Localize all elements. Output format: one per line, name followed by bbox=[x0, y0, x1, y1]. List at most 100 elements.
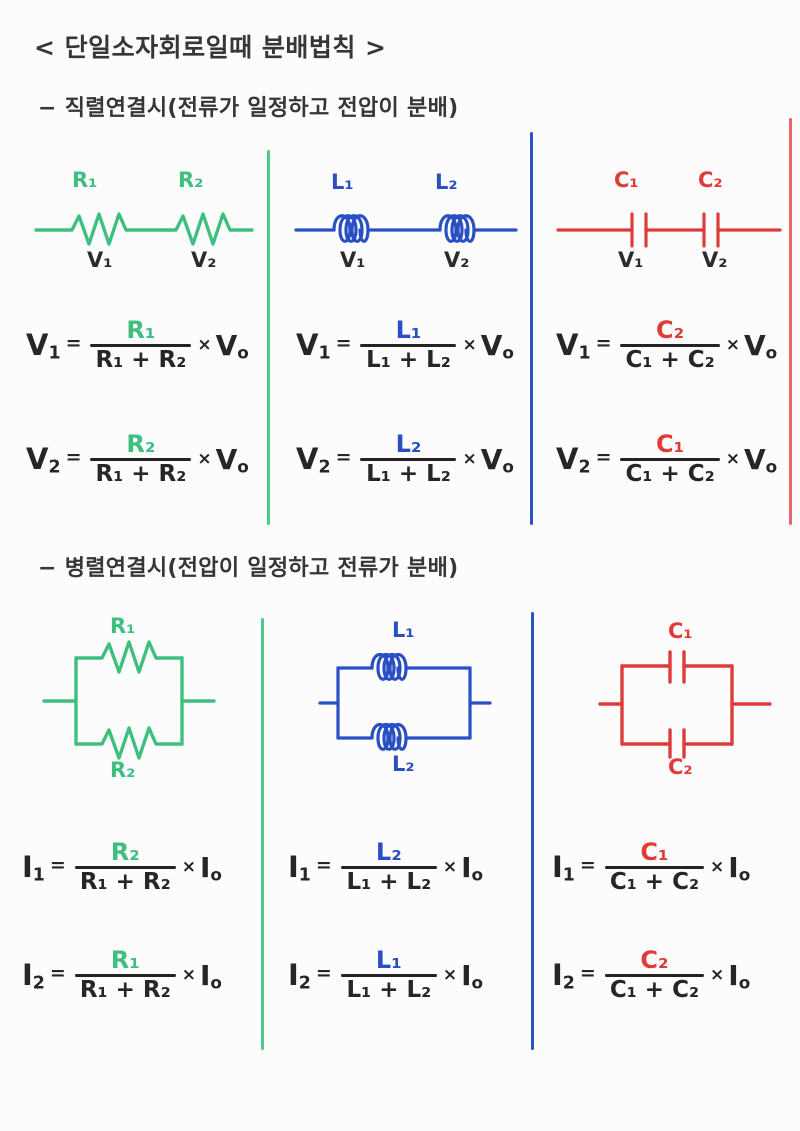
divider-series-green bbox=[267, 150, 270, 525]
label-parallel-R1: R₁ bbox=[110, 614, 136, 638]
formula-series-L-V2: V2 = L₂ L₁ + L₂ × Vo bbox=[296, 430, 514, 488]
formula-lhs: I2 bbox=[288, 958, 311, 994]
equals-sign: = bbox=[335, 332, 352, 355]
formula-parallel-R-I1: I1 = R₂ R₁ + R₂ × Io bbox=[22, 838, 222, 896]
equals-sign: = bbox=[335, 446, 352, 469]
formula-rhs: Vo bbox=[480, 443, 514, 477]
equals-sign: = bbox=[595, 446, 612, 469]
circuit-series-resistor bbox=[34, 200, 254, 260]
label-series-R-V2: V₂ bbox=[191, 248, 217, 272]
fraction: C₂ C₁ + C₂ bbox=[620, 317, 720, 374]
label-series-R1: R₁ bbox=[72, 168, 98, 192]
numerator: C₁ bbox=[640, 838, 669, 866]
fraction: R₂ R₁ + R₂ bbox=[90, 431, 192, 488]
denominator: C₁ + C₂ bbox=[609, 869, 700, 896]
formula-series-R-V1: V1 = R₁ R₁ + R₂ × Vo bbox=[26, 316, 249, 374]
equals-sign: = bbox=[65, 446, 82, 469]
formula-lhs: V1 bbox=[296, 328, 331, 364]
equals-sign: = bbox=[49, 854, 66, 877]
formula-rhs: Io bbox=[461, 959, 484, 993]
fraction: L₁ L₁ + L₂ bbox=[360, 317, 457, 374]
divider-parallel-blue bbox=[531, 612, 534, 1050]
fraction-bar bbox=[90, 344, 192, 348]
numerator: C₂ bbox=[640, 946, 669, 974]
times-sign: × bbox=[181, 857, 196, 878]
fraction: L₂ L₁ + L₂ bbox=[360, 430, 457, 488]
fraction-bar bbox=[340, 866, 437, 870]
denominator: L₁ + L₂ bbox=[346, 869, 432, 896]
numerator: L₂ bbox=[395, 430, 422, 458]
times-sign: × bbox=[725, 335, 740, 356]
divider-parallel-green bbox=[261, 618, 264, 1050]
circuit-series-inductor bbox=[294, 205, 518, 251]
equals-sign: = bbox=[315, 962, 332, 985]
formula-lhs: V1 bbox=[26, 328, 61, 364]
fraction: C₂ C₁ + C₂ bbox=[604, 946, 705, 1004]
section-heading-parallel: − 병렬연결시(전압이 일정하고 전류가 분배) bbox=[38, 556, 459, 581]
fraction: R₂ R₁ + R₂ bbox=[74, 838, 176, 896]
formula-rhs: Vo bbox=[743, 329, 778, 363]
formula-parallel-L-I1: I1 = L₂ L₁ + L₂ × Io bbox=[288, 838, 483, 896]
formula-rhs: Vo bbox=[480, 329, 514, 363]
fraction-bar bbox=[604, 974, 705, 978]
denominator: C₁ + C₂ bbox=[625, 461, 715, 488]
times-sign: × bbox=[442, 965, 458, 986]
fraction: L₁ L₁ + L₂ bbox=[340, 946, 437, 1004]
numerator: L₂ bbox=[375, 838, 402, 866]
formula-rhs: Vo bbox=[215, 329, 249, 363]
label-series-L-V1: V₁ bbox=[340, 248, 366, 272]
denominator: C₁ + C₂ bbox=[625, 347, 715, 374]
times-sign: × bbox=[710, 965, 725, 986]
denominator: R₁ + R₂ bbox=[79, 869, 171, 896]
fraction-bar bbox=[74, 866, 176, 870]
page-title: < 단일소자회로일때 분배법칙 > bbox=[34, 33, 387, 62]
fraction-bar bbox=[620, 458, 720, 462]
circuit-parallel-inductor bbox=[318, 648, 492, 758]
numerator: L₁ bbox=[375, 946, 402, 974]
label-parallel-L2: L₂ bbox=[392, 752, 415, 776]
label-series-C2: C₂ bbox=[698, 168, 723, 192]
fraction-bar bbox=[90, 458, 192, 462]
formula-parallel-C-I1: I1 = C₁ C₁ + C₂ × Io bbox=[552, 838, 750, 896]
times-sign: × bbox=[181, 965, 196, 986]
fraction: R₁ R₁ + R₂ bbox=[90, 316, 192, 374]
label-parallel-C1: C₁ bbox=[668, 619, 693, 643]
fraction: C₁ C₁ + C₂ bbox=[620, 430, 720, 488]
fraction-bar bbox=[340, 974, 437, 978]
times-sign: × bbox=[197, 335, 212, 356]
equals-sign: = bbox=[579, 854, 596, 877]
fraction: C₁ C₁ + C₂ bbox=[604, 838, 705, 896]
denominator: R₁ + R₂ bbox=[95, 347, 187, 374]
divider-series-blue bbox=[530, 132, 533, 525]
times-sign: × bbox=[710, 857, 725, 878]
fraction-bar bbox=[604, 866, 705, 870]
formula-lhs: V2 bbox=[556, 442, 591, 478]
fraction-bar bbox=[360, 344, 457, 348]
label-parallel-L1: L₁ bbox=[392, 618, 415, 642]
numerator: C₁ bbox=[656, 430, 685, 458]
denominator: L₁ + L₂ bbox=[366, 461, 451, 488]
formula-parallel-L-I2: I2 = L₁ L₁ + L₂ × Io bbox=[288, 946, 484, 1004]
formula-series-L-V1: V1 = L₁ L₁ + L₂ × Vo bbox=[296, 317, 514, 374]
circuit-series-capacitor bbox=[556, 206, 782, 250]
formula-lhs: I1 bbox=[552, 850, 575, 886]
times-sign: × bbox=[197, 449, 212, 470]
numerator: R₂ bbox=[110, 838, 140, 866]
label-series-L2: L₂ bbox=[435, 170, 458, 194]
numerator: R₁ bbox=[126, 316, 156, 344]
equals-sign: = bbox=[579, 962, 596, 985]
label-series-R-V1: V₁ bbox=[87, 248, 113, 272]
times-sign: × bbox=[725, 449, 740, 470]
formula-lhs: V1 bbox=[556, 328, 591, 364]
label-series-C1: C₁ bbox=[614, 168, 639, 192]
formula-rhs: Io bbox=[199, 959, 222, 993]
formula-series-R-V2: V2 = R₂ R₁ + R₂ × Vo bbox=[26, 431, 249, 488]
formula-lhs: I2 bbox=[552, 958, 575, 994]
formula-rhs: Io bbox=[199, 851, 222, 885]
equals-sign: = bbox=[65, 332, 82, 355]
circuit-parallel-resistor bbox=[42, 636, 216, 766]
formula-rhs: Vo bbox=[215, 443, 249, 477]
times-sign: × bbox=[462, 449, 477, 470]
formula-rhs: Io bbox=[728, 959, 751, 993]
